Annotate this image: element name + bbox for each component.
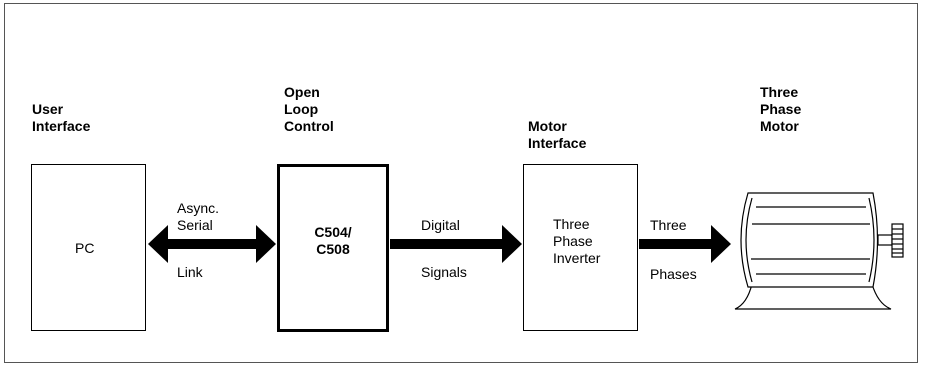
digital-signals-label-bottom: Signals bbox=[421, 264, 467, 280]
pc-block bbox=[31, 164, 146, 331]
user-interface-header: User Interface bbox=[32, 101, 91, 134]
inverter-label: Three Phase Inverter bbox=[553, 216, 601, 266]
serial-link-label-top: Async. Serial bbox=[177, 200, 220, 233]
three-phase-motor-header: Three Phase Motor bbox=[760, 84, 802, 134]
three-phases-arrow bbox=[639, 225, 731, 263]
three-phases-label-top: Three bbox=[650, 217, 687, 233]
motor-icon bbox=[734, 192, 904, 310]
motor-interface-header: Motor Interface bbox=[528, 118, 587, 151]
three-phases-label-bottom: Phases bbox=[650, 266, 697, 282]
controller-label: C504/ C508 bbox=[314, 224, 352, 257]
digital-signals-label-top: Digital bbox=[421, 217, 460, 233]
serial-link-arrow bbox=[148, 225, 276, 263]
controller-block bbox=[277, 164, 389, 332]
open-loop-control-header: Open Loop Control bbox=[284, 84, 334, 134]
digital-signals-arrow bbox=[390, 225, 522, 263]
diagram-frame bbox=[4, 3, 918, 363]
serial-link-label-bottom: Link bbox=[177, 264, 203, 280]
pc-label: PC bbox=[75, 240, 95, 256]
inverter-block bbox=[523, 164, 638, 331]
